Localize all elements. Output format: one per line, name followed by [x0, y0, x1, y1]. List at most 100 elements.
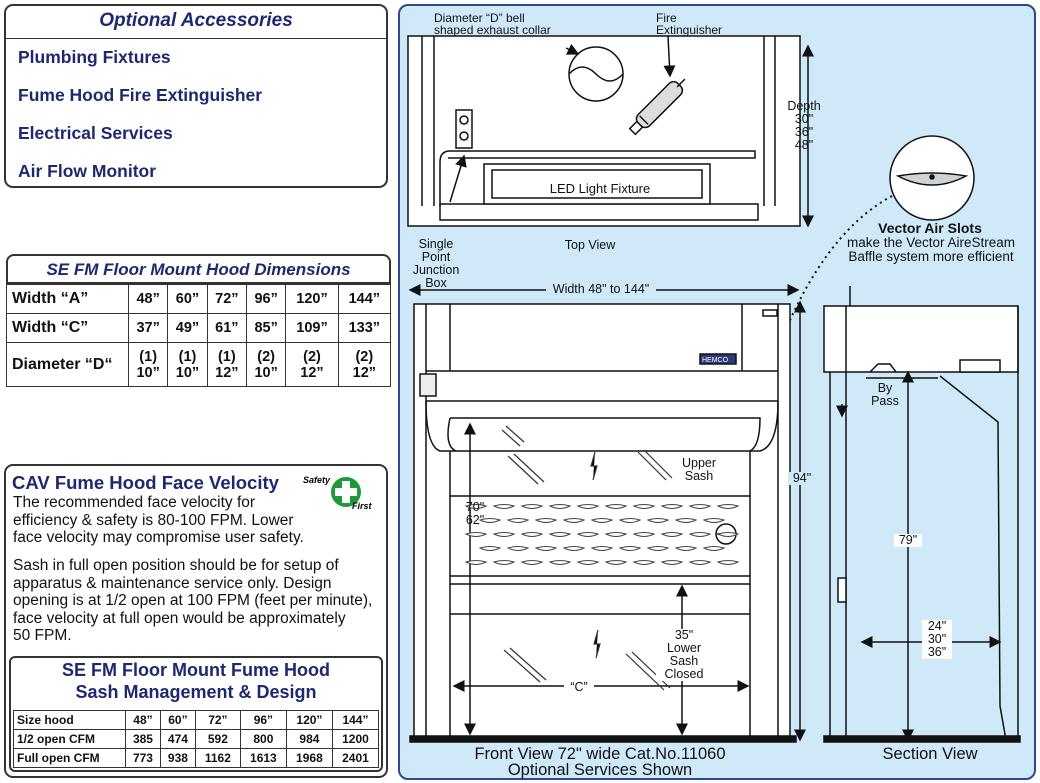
table-cell: 938 [159, 748, 196, 768]
air-slot [534, 546, 558, 551]
table-cell: (2)10” [245, 342, 287, 387]
height-label: 94" [788, 472, 816, 485]
row-label: 1/2 open CFM [13, 729, 126, 749]
air-slot [688, 504, 712, 509]
air-slot [646, 518, 670, 523]
dimensions-title: SE FM Floor Mount Hood Dimensions [6, 254, 391, 284]
opening-label: 70"62" [465, 500, 485, 527]
table-cell: (2)12” [285, 342, 339, 387]
table-cell: 61” [206, 313, 247, 343]
table-cell: 2401 [331, 748, 380, 768]
air-slot [548, 504, 572, 509]
section-view [823, 286, 1021, 743]
table-cell: 385 [125, 729, 161, 749]
air-slots [464, 504, 740, 565]
air-slot [492, 532, 516, 537]
accessories-panel: Optional Accessories Plumbing Fixtures F… [4, 4, 388, 188]
table-cell: 120” [285, 284, 339, 314]
table-header: Size hood [13, 710, 126, 730]
dimensions-table: Width “A” 48” 60” 72” 96” 120” 144” Widt… [6, 284, 392, 387]
badge-text: Safety [303, 475, 331, 485]
air-slot [548, 560, 572, 565]
row-label: Diameter “D“ [6, 342, 129, 387]
table-row: Size hood 48” 60” 72” 96” 120” 144” [13, 710, 380, 730]
section-height-label: 79" [894, 534, 922, 547]
section-view-caption: Section View [882, 745, 978, 763]
air-slot [674, 546, 698, 551]
air-slot [688, 560, 712, 565]
velocity-title: CAV Fume Hood Face Velocity [12, 472, 279, 493]
table-row: Diameter “D“ (1)10” (1)10” (1)12” (2)10”… [6, 342, 392, 387]
row-label: Full open CFM [13, 748, 126, 768]
table-header: 120” [285, 710, 333, 730]
table-cell: 474 [159, 729, 196, 749]
table-header: 72” [194, 710, 241, 730]
table-row: Full open CFM 773 938 1162 1613 1968 240… [13, 748, 380, 768]
table-cell: 96” [245, 284, 287, 314]
air-slot [716, 504, 740, 509]
sash-title: SE FM Floor Mount Fume Hood [62, 660, 330, 680]
accessory-item: Electrical Services [18, 123, 173, 143]
air-slot [506, 518, 530, 523]
accessories-title: Optional Accessories [99, 10, 293, 31]
air-slot [702, 518, 726, 523]
section-depth-label: 24"30"36" [922, 620, 952, 659]
table-header: 48” [125, 710, 161, 730]
table-cell: 48” [127, 284, 169, 314]
air-slot [520, 560, 544, 565]
table-cell: 800 [239, 729, 287, 749]
air-slot [576, 532, 600, 537]
air-slot [492, 504, 516, 509]
table-cell: 72” [206, 284, 247, 314]
table-cell: (1)12” [206, 342, 247, 387]
air-slot [590, 546, 614, 551]
air-slot [604, 504, 628, 509]
air-slot [464, 504, 488, 509]
air-slot [660, 560, 684, 565]
air-slot [604, 560, 628, 565]
air-slot [604, 532, 628, 537]
table-cell: 1162 [194, 748, 241, 768]
table-row: Width “A” 48” 60” 72” 96” 120” 144” [6, 284, 392, 314]
air-slot [702, 546, 726, 551]
air-slot [576, 504, 600, 509]
table-cell: 773 [125, 748, 161, 768]
air-slot [506, 546, 530, 551]
table-cell: 1613 [239, 748, 287, 768]
divider [6, 38, 386, 39]
air-slot [576, 560, 600, 565]
sash-management-box: SE FM Floor Mount Fume Hood Sash Managem… [9, 656, 383, 772]
table-header: 144” [331, 710, 380, 730]
table-cell: 37” [127, 313, 169, 343]
air-slot [632, 560, 656, 565]
table-cell: 1200 [331, 729, 380, 749]
air-slot [660, 532, 684, 537]
accessory-item: Air Flow Monitor [18, 161, 157, 181]
air-slot [660, 504, 684, 509]
glass-reflections [501, 425, 673, 691]
table-cell: 60” [167, 284, 208, 314]
top-view-caption: Top View [564, 238, 616, 252]
table-cell: 85” [245, 313, 287, 343]
top-view [407, 35, 814, 228]
fire-extinguisher-icon [628, 78, 686, 136]
accessory-item: Fume Hood Fire Extinguisher [18, 85, 263, 105]
air-slot [464, 560, 488, 565]
air-slot [562, 546, 586, 551]
table-cell: 984 [285, 729, 333, 749]
velocity-paragraph-2: Sash in full open position should be for… [13, 557, 373, 644]
air-slot [632, 532, 656, 537]
table-row: Width “C” 37” 49” 61” 85” 109” 133” [6, 313, 392, 343]
air-slot [534, 518, 558, 523]
face-velocity-panel: CAV Fume Hood Face Velocity Safety First… [4, 464, 388, 778]
air-slot [632, 504, 656, 509]
badge-text: First [352, 501, 373, 511]
table-header: 60” [159, 710, 196, 730]
